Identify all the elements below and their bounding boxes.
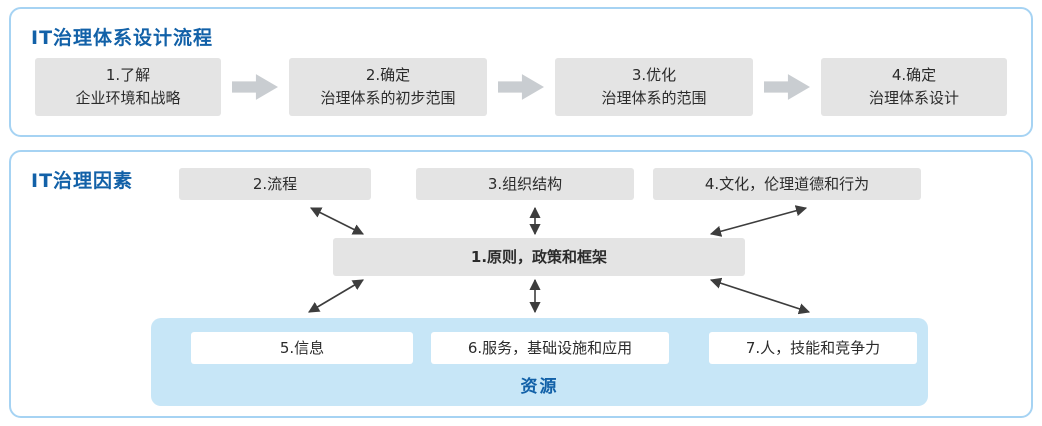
flow-step-3-line1: 3.优化 [631, 65, 677, 84]
flow-step-4-line1: 4.确定 [891, 65, 937, 84]
flow-step-1-line2: 企业环境和战略 [75, 89, 181, 107]
arrow-center-to-info [308, 279, 364, 313]
factor-org-structure: 3.组织结构 [416, 168, 634, 200]
arrow-center-to-process [309, 207, 365, 235]
factors-panel: IT治理因素 2.流程 3.组织结构 4.文化，伦理道德和行为 1.原则，政策和… [9, 150, 1033, 418]
flow-step-1: 1.了解 企业环境和战略 [35, 58, 221, 116]
resources-container: 5.信息 6.服务，基础设施和应用 7.人，技能和竞争力 资源 [151, 318, 928, 406]
flow-step-3-line2: 治理体系的范围 [601, 89, 707, 107]
arrow-center-to-culture [709, 205, 808, 237]
flow-step-2-line1: 2.确定 [365, 65, 411, 84]
factor-culture: 4.文化，伦理道德和行为 [653, 168, 921, 200]
resource-people: 7.人，技能和竞争力 [709, 332, 917, 364]
flow-step-4-line2: 治理体系设计 [868, 89, 959, 107]
factors-panel-title: IT治理因素 [31, 170, 134, 192]
resource-information: 5.信息 [191, 332, 413, 364]
process-panel-title: IT治理体系设计流程 [31, 27, 214, 49]
resources-label: 资源 [520, 377, 559, 397]
arrow-right-icon [232, 74, 278, 100]
flow-step-3: 3.优化 治理体系的范围 [555, 58, 753, 116]
arrow-center-to-people [709, 277, 811, 315]
factor-process: 2.流程 [179, 168, 371, 200]
process-panel: IT治理体系设计流程 1.了解 企业环境和战略 2.确定 治理体系的初步范围 3… [9, 7, 1033, 137]
flow-step-1-line1: 1.了解 [105, 65, 151, 84]
arrow-right-icon [498, 74, 544, 100]
flow-step-2-line2: 治理体系的初步范围 [320, 89, 456, 107]
process-flow: 1.了解 企业环境和战略 2.确定 治理体系的初步范围 3.优化 治理体系的范围… [35, 57, 1007, 117]
factor-principles: 1.原则，政策和框架 [333, 238, 745, 276]
flow-step-2: 2.确定 治理体系的初步范围 [289, 58, 487, 116]
resource-services: 6.服务，基础设施和应用 [431, 332, 669, 364]
flow-step-4: 4.确定 治理体系设计 [821, 58, 1007, 116]
arrow-right-icon [764, 74, 810, 100]
